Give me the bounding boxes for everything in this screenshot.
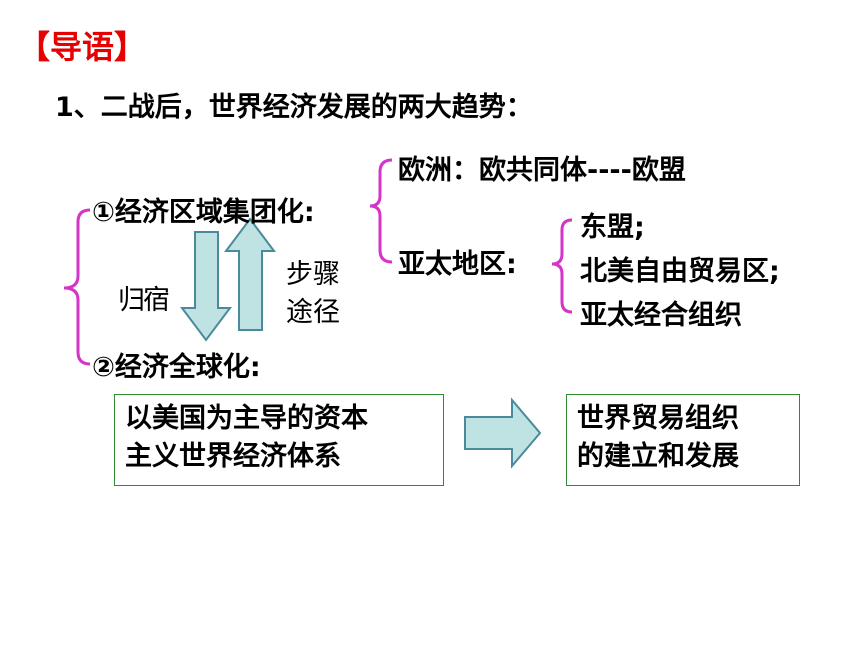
wto-box: 世界贸易组织 的建立和发展	[566, 394, 800, 486]
europe-text: 欧洲：欧共同体----欧盟	[398, 155, 686, 186]
region-brace	[369, 158, 393, 264]
box-right-line-2: 的建立和发展	[577, 441, 739, 472]
right-arrow	[464, 397, 542, 469]
asia-pacific-label: 亚太地区:	[398, 249, 517, 280]
asia-item-asean: 东盟;	[580, 212, 645, 243]
path-label: 途径	[286, 297, 340, 328]
main-heading: 1、二战后，世界经济发展的两大趋势：	[55, 92, 533, 123]
up-arrow	[224, 217, 276, 331]
box-left-line-2: 主义世界经济体系	[125, 441, 341, 472]
trend-global-label: ②经济全球化:	[92, 352, 261, 383]
down-arrow	[180, 231, 232, 342]
trend-regional-label: ①经济区域集团化:	[92, 197, 315, 228]
asia-item-apec: 亚太经合组织	[580, 300, 742, 331]
main-brace	[63, 208, 91, 366]
box-right-line-1: 世界贸易组织	[577, 403, 739, 434]
destination-label: 归宿	[118, 285, 170, 316]
box-left-line-1: 以美国为主导的资本	[125, 403, 368, 434]
asia-brace	[551, 218, 573, 314]
steps-label: 步骤	[286, 259, 340, 290]
us-led-system-box: 以美国为主导的资本 主义世界经济体系	[114, 394, 444, 486]
asia-item-nafta: 北美自由贸易区;	[580, 256, 780, 287]
section-title: 【导语】	[18, 28, 147, 66]
